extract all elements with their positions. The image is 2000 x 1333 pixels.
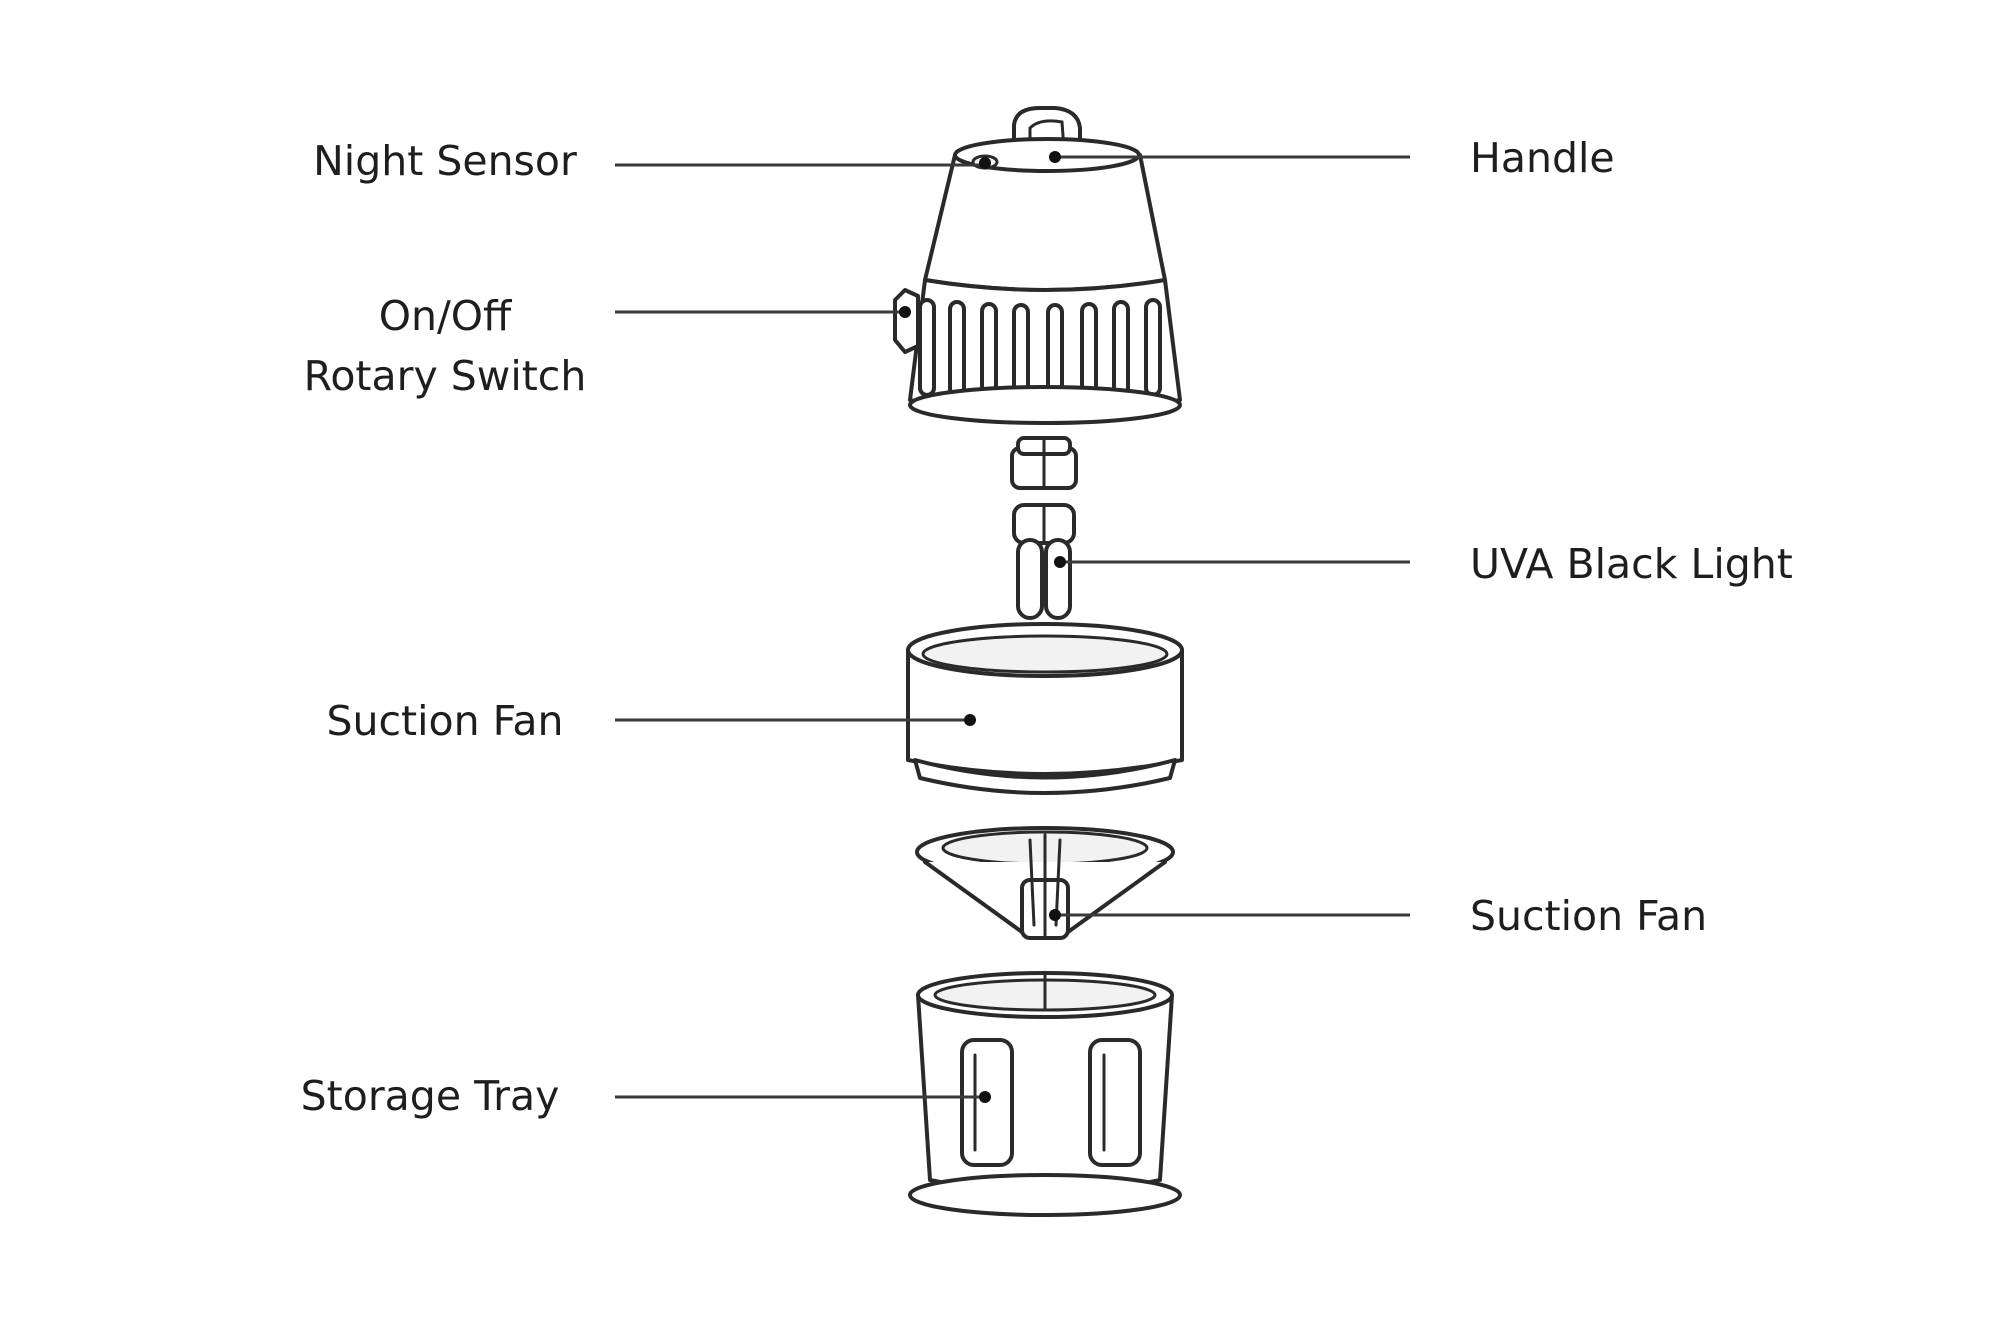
label-storage-tray: Storage Tray xyxy=(301,1072,560,1120)
label-switch-line2: Rotary Switch xyxy=(304,352,587,400)
label-switch-line1: On/Off xyxy=(379,292,513,340)
dot-fan-body xyxy=(964,714,976,726)
storage-tray-part xyxy=(908,971,1182,1217)
dot-night-sensor xyxy=(979,157,991,169)
label-suction-fan-blade: Suction Fan xyxy=(1470,892,1707,940)
rotary-switch-part xyxy=(893,288,920,354)
label-uva-light: UVA Black Light xyxy=(1470,540,1793,588)
dot-fan-blade xyxy=(1049,909,1061,921)
label-night-sensor: Night Sensor xyxy=(313,137,577,185)
uva-light-part xyxy=(1010,436,1078,620)
dot-switch xyxy=(899,306,911,318)
labels: Night Sensor Handle On/Off Rotary Switch… xyxy=(301,134,1793,1120)
top-housing xyxy=(893,106,1182,425)
dot-handle xyxy=(1049,151,1061,163)
label-suction-fan-body: Suction Fan xyxy=(326,697,563,745)
dot-uva xyxy=(1054,556,1066,568)
dot-tray xyxy=(979,1091,991,1103)
suction-fan-body-part xyxy=(906,622,1184,795)
suction-fan-blade-part xyxy=(915,826,1175,940)
leader-lines xyxy=(615,151,1410,1103)
label-handle: Handle xyxy=(1470,134,1615,182)
